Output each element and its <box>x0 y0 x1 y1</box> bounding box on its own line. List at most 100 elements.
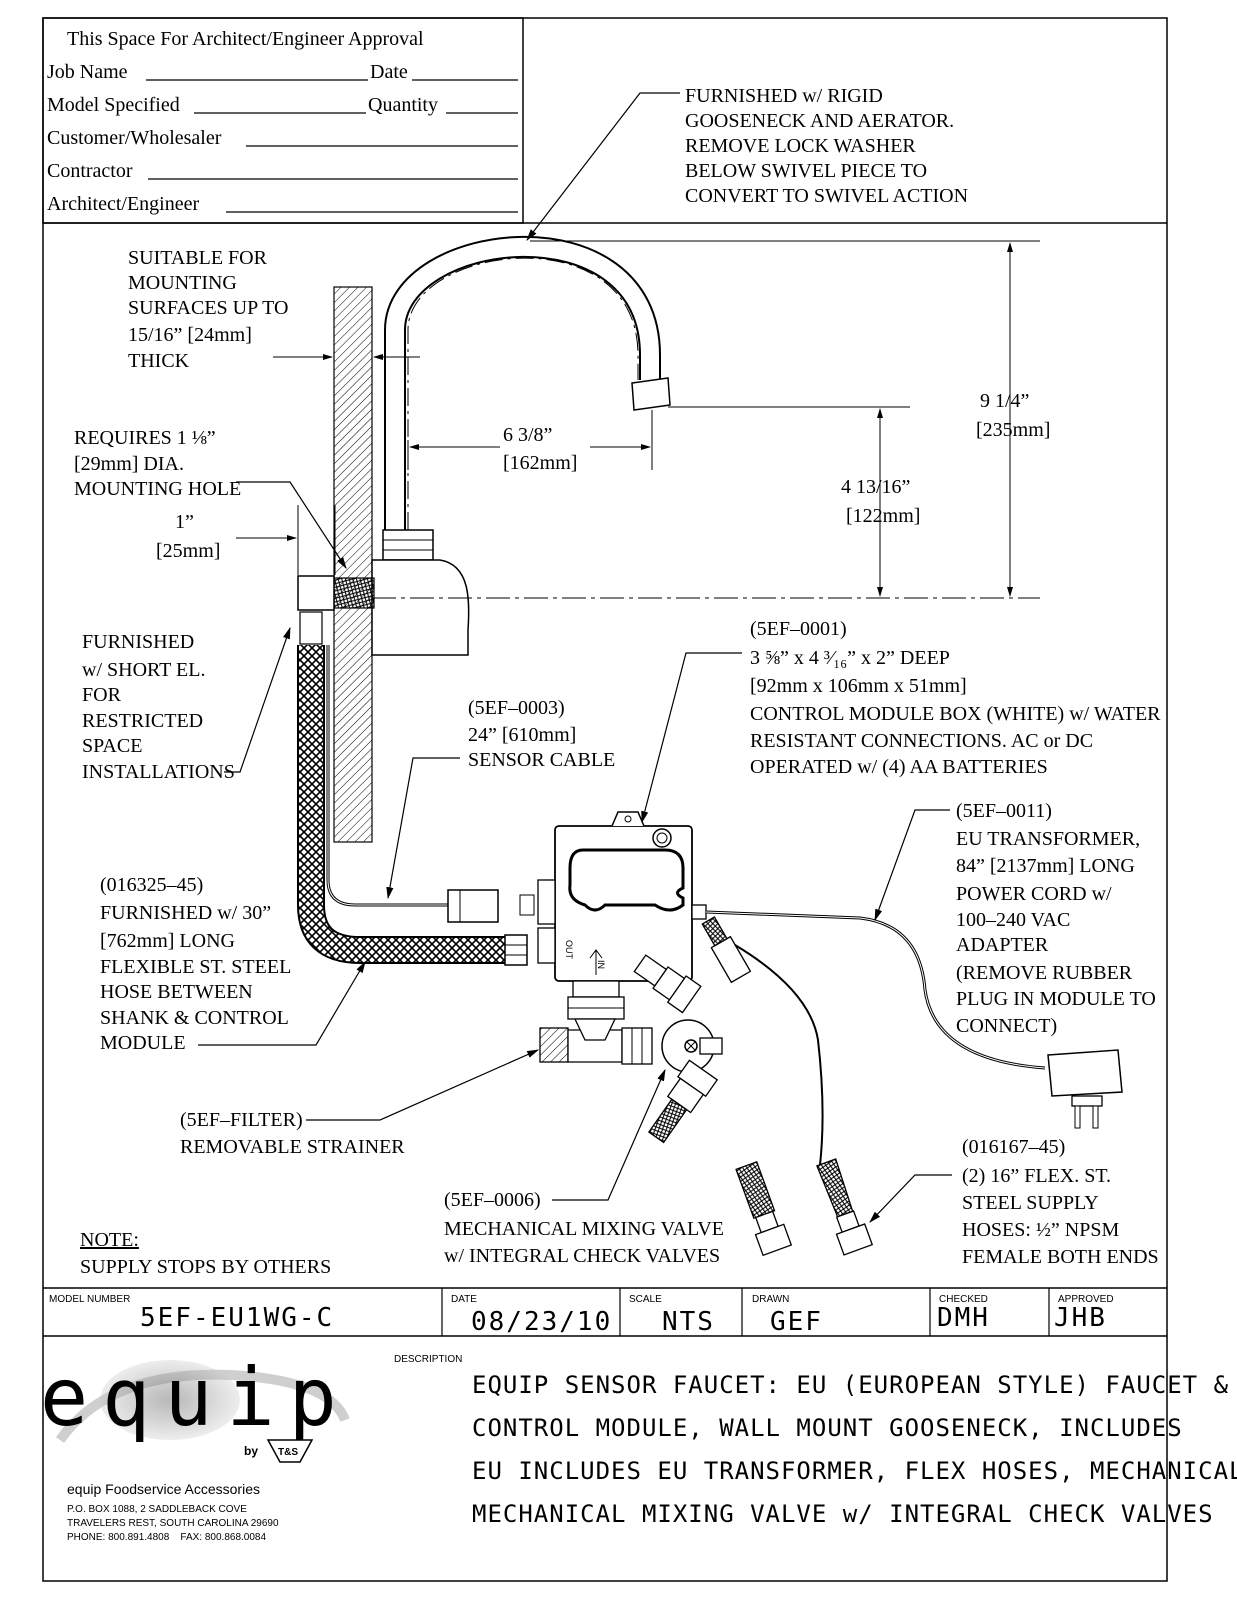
svg-text:EU TRANSFORMER,: EU TRANSFORMER, <box>956 828 1140 850</box>
svg-text:POWER CORD w/: POWER CORD w/ <box>956 883 1112 905</box>
description-line-2: CONTROL MODULE, WALL MOUNT GOOSENECK, IN… <box>472 1414 1183 1442</box>
svg-text:FLEXIBLE ST. STEEL: FLEXIBLE ST. STEEL <box>100 956 291 978</box>
svg-text:SUITABLE FOR: SUITABLE FOR <box>128 247 268 269</box>
description-line-4: MECHANICAL MIXING VALVE w/ INTEGRAL CHEC… <box>472 1500 1214 1528</box>
approved-value: JHB <box>1054 1303 1107 1333</box>
short-elbow-callout: FURNISHED w/ SHORT EL. FOR RESTRICTED SP… <box>82 631 235 783</box>
swivel-nut <box>382 529 434 561</box>
mounting-surface-callout: SUITABLE FOR MOUNTING SURFACES UP TO 15/… <box>128 247 288 372</box>
scale-label: SCALE <box>629 1294 662 1305</box>
svg-text:FURNISHED w/ 30”: FURNISHED w/ 30” <box>100 902 271 924</box>
logo-by: by <box>244 1444 258 1458</box>
company-address-1: P.O. BOX 1088, 2 SADDLEBACK COVE <box>67 1504 247 1515</box>
svg-text:[92mm x 106mm x 51mm]: [92mm x 106mm x 51mm] <box>750 675 967 697</box>
date-label: Date <box>370 61 408 83</box>
flex-hose-callout: (016325–45) FURNISHED w/ 30” [762mm] LON… <box>100 874 291 1054</box>
scale-value: NTS <box>662 1307 715 1337</box>
svg-text:9 1/4”: 9 1/4” <box>980 390 1029 412</box>
drawn-value: GEF <box>770 1307 823 1337</box>
mounting-wall-section <box>333 286 373 843</box>
module-out-mark: OUT <box>564 940 574 960</box>
svg-text:HOSE BETWEEN: HOSE BETWEEN <box>100 981 253 1003</box>
mixing-valve <box>633 916 752 1144</box>
title-block: MODEL NUMBER 5EF-EU1WG-C DATE 08/23/10 S… <box>43 1287 1237 1528</box>
svg-text:24” [610mm]: 24” [610mm] <box>468 724 576 746</box>
svg-text:CONNECT): CONNECT) <box>956 1015 1057 1037</box>
company-phone-fax: PHONE: 800.891.4808 FAX: 800.868.0084 <box>67 1532 266 1543</box>
strainer-callout: (5EF–FILTER) REMOVABLE STRAINER <box>180 1109 405 1158</box>
customer-label: Customer/Wholesaler <box>47 127 222 149</box>
control-module-box: OUT IN <box>537 811 707 982</box>
svg-text:6 3/8”: 6 3/8” <box>503 424 552 446</box>
svg-text:(5EF–0003): (5EF–0003) <box>468 697 565 719</box>
svg-text:MOUNTING: MOUNTING <box>128 272 237 294</box>
svg-text:[122mm]: [122mm] <box>846 505 920 527</box>
svg-text:RESTRICTED: RESTRICTED <box>82 710 203 732</box>
svg-text:FURNISHED w/ RIGID: FURNISHED w/ RIGID <box>685 85 883 107</box>
checked-value: DMH <box>937 1303 990 1333</box>
svg-text:MOUNTING HOLE: MOUNTING HOLE <box>74 478 241 500</box>
module-in-mark: IN <box>596 960 606 969</box>
shank <box>333 577 375 609</box>
svg-text:FOR: FOR <box>82 684 122 706</box>
svg-text:(2) 16” FLEX. ST.: (2) 16” FLEX. ST. <box>962 1165 1111 1187</box>
aerator <box>631 377 671 411</box>
svg-text:REQUIRES 1 ⅛”: REQUIRES 1 ⅛” <box>74 427 216 449</box>
svg-text:(016325–45): (016325–45) <box>100 874 203 896</box>
company-name: equip Foodservice Accessories <box>67 1481 260 1497</box>
svg-text:84” [2137mm] LONG: 84” [2137mm] LONG <box>956 855 1135 877</box>
architect-label: Architect/Engineer <box>47 193 199 215</box>
approval-box: This Space For Architect/Engineer Approv… <box>42 17 1167 224</box>
callouts: FURNISHED w/ RIGID GOOSENECK AND AERATOR… <box>74 85 1161 1278</box>
svg-text:CONTROL MODULE BOX (WHITE) w/: CONTROL MODULE BOX (WHITE) w/ WATER <box>750 703 1161 725</box>
svg-text:RESISTANT CONNECTIONS. AC or D: RESISTANT CONNECTIONS. AC or DC <box>750 730 1093 752</box>
note-title: NOTE: <box>80 1229 139 1251</box>
svg-text:SPACE: SPACE <box>82 735 142 757</box>
gooseneck-spout <box>384 235 661 530</box>
svg-text:15/16” [24mm]: 15/16” [24mm] <box>128 324 252 346</box>
description-label: DESCRIPTION <box>394 1354 462 1365</box>
svg-text:w/ SHORT EL.: w/ SHORT EL. <box>82 659 205 681</box>
svg-text:[162mm]: [162mm] <box>503 452 577 474</box>
date-label: DATE <box>451 1294 477 1305</box>
note: NOTE: SUPPLY STOPS BY OTHERS <box>80 1229 331 1278</box>
mixing-valve-callout: (5EF–0006) MECHANICAL MIXING VALVE w/ IN… <box>444 1189 724 1267</box>
svg-text:4 13/16”: 4 13/16” <box>841 476 910 498</box>
svg-text:100–240 VAC: 100–240 VAC <box>956 909 1070 931</box>
ts-mark: T&S <box>278 1447 298 1458</box>
svg-text:(5EF–0011): (5EF–0011) <box>956 800 1052 822</box>
height-dimension: 9 1/4” [235mm] <box>976 390 1050 441</box>
sheet-border <box>42 17 1168 1582</box>
supply-hoses <box>734 944 874 1257</box>
svg-text:[762mm] LONG: [762mm] LONG <box>100 930 235 952</box>
svg-text:(5EF–0001): (5EF–0001) <box>750 618 847 640</box>
model-specified-label: Model Specified <box>47 94 180 116</box>
svg-text:INSTALLATIONS: INSTALLATIONS <box>82 761 235 783</box>
removable-strainer <box>539 1018 653 1065</box>
svg-text:REMOVE LOCK WASHER: REMOVE LOCK WASHER <box>685 135 916 157</box>
dimension-lines <box>236 240 1040 597</box>
job-name-label: Job Name <box>47 61 128 83</box>
short-elbow <box>297 575 335 611</box>
reach-dimension: 6 3/8” [162mm] <box>503 424 577 474</box>
svg-text:3 ⅝” x 4 ³⁄₁₆” x 2” DEEP: 3 ⅝” x 4 ³⁄₁₆” x 2” DEEP <box>750 647 950 669</box>
checked-label: CHECKED <box>939 1294 988 1305</box>
svg-text:(REMOVE RUBBER: (REMOVE RUBBER <box>956 962 1133 984</box>
model-number-label: MODEL NUMBER <box>49 1294 130 1305</box>
approved-label: APPROVED <box>1058 1294 1114 1305</box>
contractor-label: Contractor <box>47 160 133 182</box>
model-number: 5EF-EU1WG-C <box>140 1303 334 1333</box>
leader-lines <box>198 92 952 1223</box>
eu-transformer <box>705 910 1123 1129</box>
approval-title: This Space For Architect/Engineer Approv… <box>67 28 424 50</box>
note-body: SUPPLY STOPS BY OTHERS <box>80 1256 331 1278</box>
svg-text:PLUG IN MODULE TO: PLUG IN MODULE TO <box>956 988 1156 1010</box>
svg-text:FEMALE BOTH ENDS: FEMALE BOTH ENDS <box>962 1246 1159 1268</box>
svg-text:THICK: THICK <box>128 350 190 372</box>
svg-text:SURFACES UP TO: SURFACES UP TO <box>128 297 288 319</box>
shank-dimension: 1” [25mm] <box>156 511 220 562</box>
svg-text:(5EF–0006): (5EF–0006) <box>444 1189 541 1211</box>
description-line-3: EU INCLUDES EU TRANSFORMER, FLEX HOSES, … <box>472 1457 1237 1485</box>
quantity-label: Quantity <box>368 94 438 116</box>
